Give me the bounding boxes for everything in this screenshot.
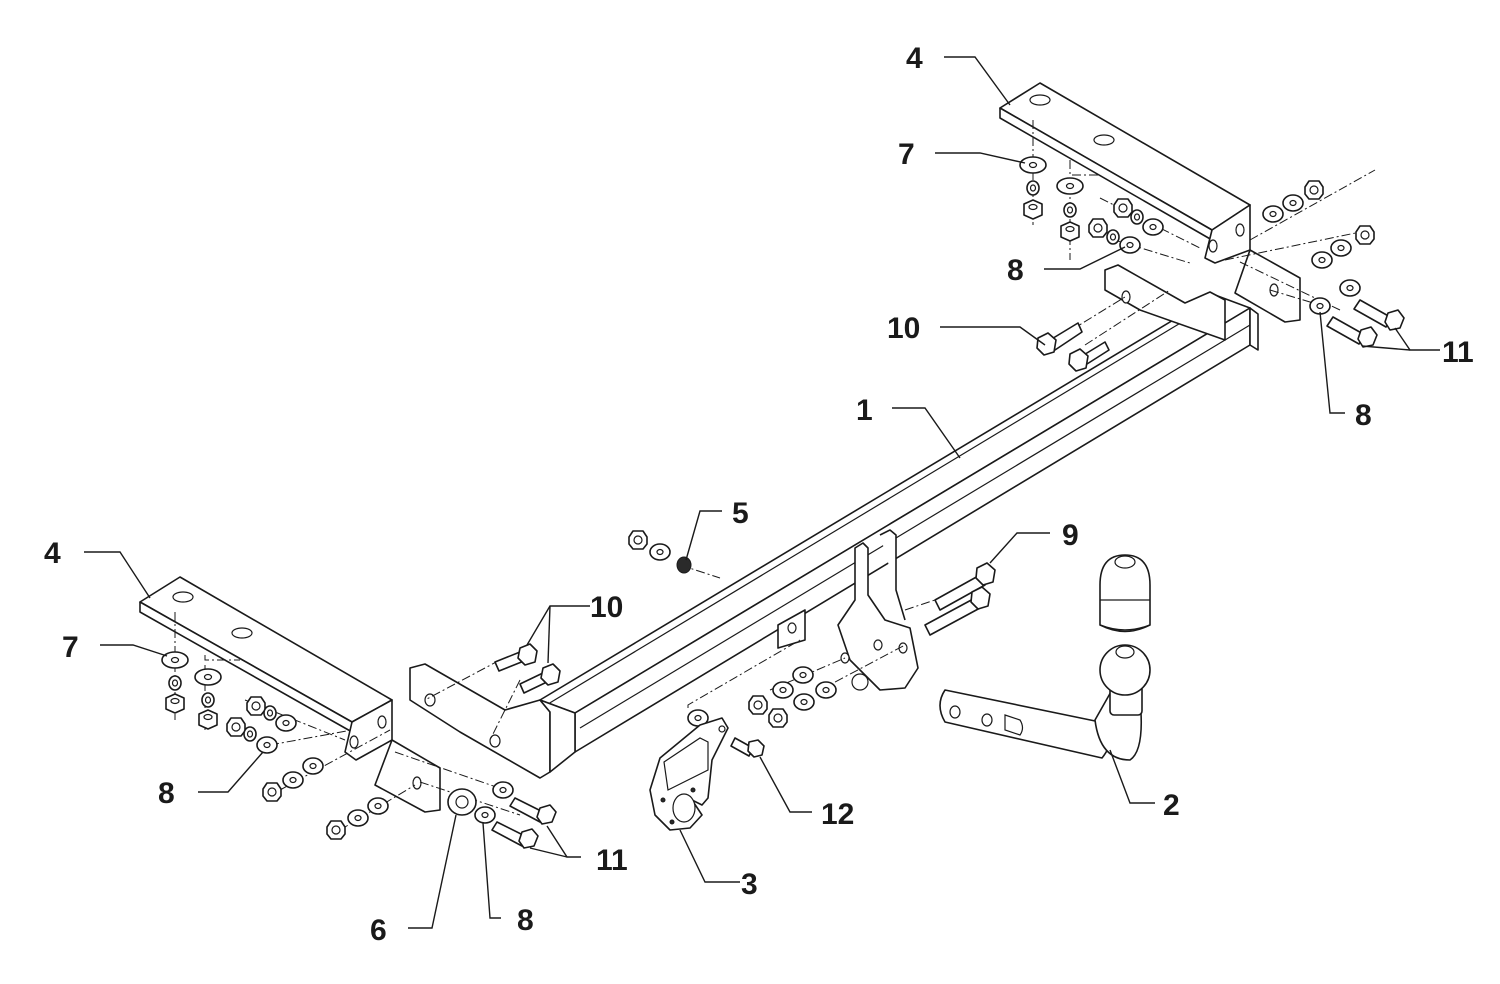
top-right-bolts [1326, 299, 1405, 348]
callout-8-bottom: 8 [517, 904, 534, 937]
callout-12: 12 [821, 798, 854, 831]
callout-1: 1 [856, 394, 873, 427]
callout-2: 2 [1163, 789, 1180, 822]
socket-plate-bolt [730, 737, 765, 758]
callout-4-left: 4 [44, 537, 61, 570]
tow-ball-cap [1099, 554, 1151, 633]
callout-7-top: 7 [898, 138, 915, 171]
callout-10-left: 10 [590, 591, 623, 624]
bottom-spacer-and-bolts [447, 781, 557, 849]
threaded-insert-set [628, 530, 692, 574]
tow-ball-neck [939, 644, 1151, 761]
tow-ball-bolts [924, 562, 996, 636]
callout-9: 9 [1062, 519, 1079, 552]
left-end-plate [409, 663, 576, 779]
callout-11-left: 11 [596, 844, 628, 877]
callout-6: 6 [370, 914, 387, 947]
callout-8-top: 8 [1007, 254, 1024, 287]
callout-7-left: 7 [62, 631, 79, 664]
callouts: 4 7 8 10 11 8 1 5 9 4 10 7 8 12 2 1 [44, 42, 1474, 947]
callout-8-right: 8 [1355, 399, 1372, 432]
main-crossbar [539, 294, 1259, 753]
callout-3: 3 [741, 868, 758, 901]
callout-8-left: 8 [158, 777, 175, 810]
callout-10-top: 10 [887, 312, 920, 345]
top-right-bolts-10 [1036, 322, 1110, 372]
callout-5: 5 [732, 497, 749, 530]
center-clevis-bracket [777, 529, 919, 691]
center-fasteners [687, 666, 837, 728]
callout-11-top: 11 [1442, 336, 1474, 369]
socket-plate [649, 717, 729, 831]
top-right-mounting-bracket [999, 82, 1301, 323]
bottom-left-bolts-10 [494, 643, 561, 694]
bottom-left-mounting-bracket [139, 576, 441, 813]
right-end-plate [1104, 264, 1226, 341]
callout-4-top: 4 [906, 42, 923, 75]
